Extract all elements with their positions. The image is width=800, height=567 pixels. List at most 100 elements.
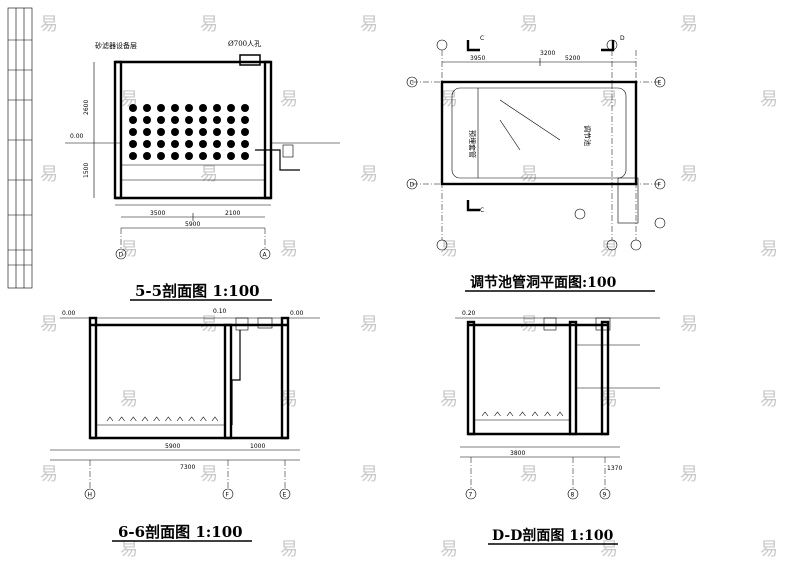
- watermark-glyph: 易: [520, 464, 538, 485]
- diffuser-head: [141, 416, 149, 422]
- filter-dot: [213, 140, 221, 148]
- svg-text:D: D: [620, 35, 625, 42]
- s66-dim-a: 5900: [165, 443, 180, 450]
- diffuser-head: [506, 411, 514, 417]
- diffuser-head: [118, 416, 125, 422]
- plan-axis-c: C: [410, 80, 414, 87]
- filter-dot: [157, 116, 165, 124]
- diffuser-head: [200, 416, 207, 422]
- filter-dot: [199, 128, 207, 136]
- filter-dot: [213, 128, 221, 136]
- watermark-glyph: 易: [360, 314, 378, 335]
- filter-dot: [143, 116, 151, 124]
- watermark-glyph: 易: [680, 164, 698, 185]
- watermark-glyph: 易: [440, 389, 458, 410]
- filter-dot: [143, 128, 151, 136]
- diffuser-row: [106, 416, 219, 422]
- diffuser-head: [556, 411, 564, 417]
- filter-dot: [157, 104, 165, 112]
- diffuser-row: [481, 411, 564, 417]
- s55-dim-b: 2100: [225, 210, 240, 217]
- section-title-d-d: D-D剖面图 1:100: [492, 527, 614, 544]
- filter-dot: [199, 152, 207, 160]
- filter-media-array: [129, 104, 249, 160]
- watermark-glyph: 易: [760, 89, 778, 110]
- plan-axis-e: E: [658, 80, 662, 87]
- s66-level-b: 0.10: [213, 308, 227, 315]
- section-title-6-6: 6-6剖面图 1:100: [118, 523, 243, 541]
- filter-dot: [129, 140, 137, 148]
- watermark-glyph: 易: [520, 164, 538, 185]
- filter-dot: [157, 140, 165, 148]
- plan-dim-total: 3200: [540, 50, 555, 57]
- section-5-5: 0.00 3500 2100 5900 2600 1500 砂滤器设备层 Ø70…: [65, 40, 340, 301]
- section-d-d: 0.20 3800 1370 7 8 9 D-D剖面图 1:100: [455, 310, 660, 545]
- filter-dot: [129, 104, 137, 112]
- s66-dim-total: 7300: [180, 464, 195, 471]
- s66-axis-2: F: [226, 492, 230, 499]
- dd-dim-side: 1370: [607, 465, 622, 472]
- diffuser-head: [176, 416, 184, 422]
- watermark-glyph: 易: [120, 239, 138, 260]
- watermark-glyph: 易: [40, 164, 58, 185]
- svg-text:C: C: [480, 207, 484, 214]
- watermark-glyph: 易: [760, 539, 778, 560]
- section-6-6: 0.00 0.10 0.00 5900 1000 7300 H F E 6-6剖…: [50, 308, 320, 542]
- watermark-glyph: 易: [440, 239, 458, 260]
- filter-dot: [213, 116, 221, 124]
- filter-dot: [171, 104, 179, 112]
- s66-axis-3: E: [283, 492, 287, 499]
- section-title-5-5: 5-5剖面图 1:100: [135, 282, 260, 300]
- filter-dot: [185, 116, 193, 124]
- watermark-glyph: 易: [440, 539, 458, 560]
- diffuser-head: [211, 416, 219, 422]
- filter-dot: [171, 140, 179, 148]
- plan-axis-d: D: [410, 182, 415, 189]
- watermark-glyph: 易: [40, 464, 58, 485]
- filter-dot: [227, 116, 235, 124]
- section-title-plan: 调节池管洞平面图:100: [470, 274, 617, 291]
- filter-dot: [241, 152, 249, 160]
- filter-dot: [143, 140, 151, 148]
- watermark-glyph: 易: [40, 314, 58, 335]
- filter-dot: [129, 152, 137, 160]
- s55-manhole-label: Ø700人孔: [228, 40, 261, 48]
- s55-dim-h1: 2600: [83, 100, 90, 115]
- filter-dot: [199, 104, 207, 112]
- filter-dot: [157, 128, 165, 136]
- filter-dot: [185, 128, 193, 136]
- diffuser-head: [519, 411, 526, 417]
- plan-note-2: 调节池: [583, 125, 592, 146]
- s66-axis-1: H: [88, 492, 93, 499]
- title-block: [7, 7, 33, 289]
- dd-level-a: 0.20: [462, 310, 476, 317]
- watermark-glyph: 易: [360, 14, 378, 35]
- watermark-glyph: 易: [280, 239, 298, 260]
- filter-dot: [171, 152, 179, 160]
- watermark-glyph: 易: [680, 314, 698, 335]
- s55-axis-left: D: [119, 252, 124, 259]
- plan-dim-right: 5200: [565, 55, 580, 62]
- watermark-glyph: 易: [40, 14, 58, 35]
- svg-text:C: C: [480, 35, 484, 42]
- watermark-glyph: 易: [360, 164, 378, 185]
- filter-dot: [157, 152, 165, 160]
- filter-dot: [213, 104, 221, 112]
- watermark-glyph: 易: [600, 89, 618, 110]
- s66-dim-b: 1000: [250, 443, 265, 450]
- watermark-glyph: 易: [440, 89, 458, 110]
- watermark-glyph: 易: [200, 14, 218, 35]
- s55-axis-right: A: [263, 252, 268, 259]
- s55-level-ground: 0.00: [70, 133, 84, 140]
- filter-dot: [227, 128, 235, 136]
- filter-dot: [241, 104, 249, 112]
- filter-dot: [143, 104, 151, 112]
- s55-dim-h2: 1500: [83, 163, 90, 178]
- watermark-glyph: 易: [360, 464, 378, 485]
- filter-dot: [185, 104, 193, 112]
- s66-level-c: 0.00: [290, 310, 304, 317]
- filter-dot: [227, 152, 235, 160]
- dd-axis-3: 9: [603, 492, 607, 499]
